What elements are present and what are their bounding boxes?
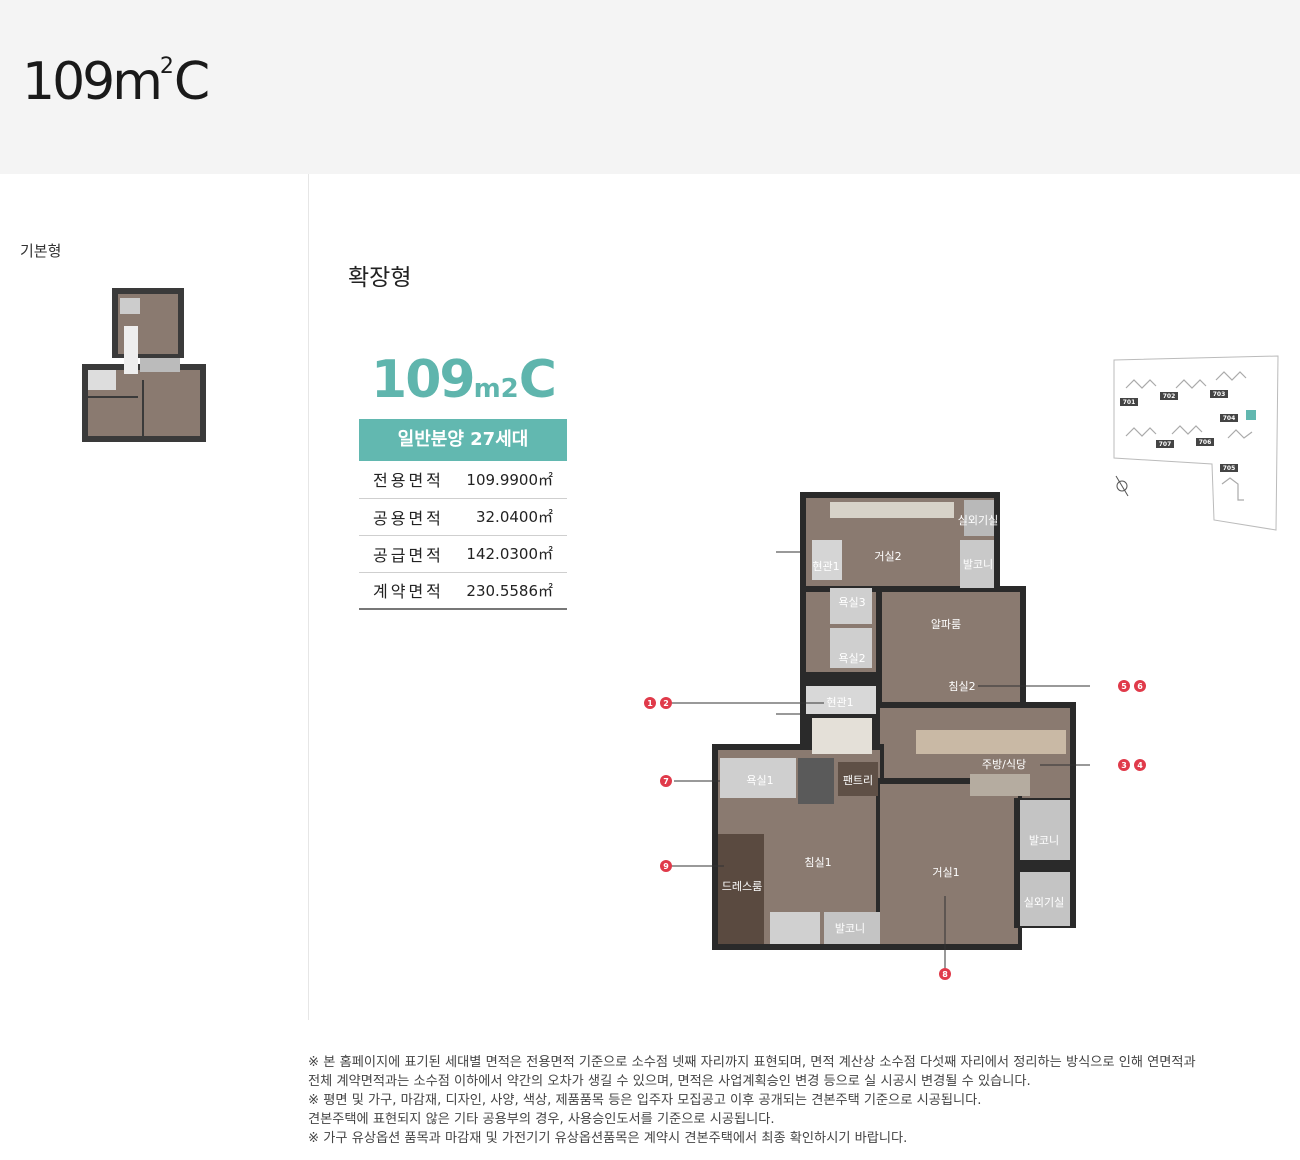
note-line: 전체 계약면적과는 소수점 이하에서 약간의 오차가 생길 수 있으며, 면적은… bbox=[308, 1074, 1031, 1089]
spec-value: 142.0300㎡ bbox=[459, 535, 567, 573]
floor-plan: 거실2 실외기실 현관1 발코니 욕실3 알파룸 욕실2 침실2 현관1 주방/… bbox=[644, 492, 1090, 980]
room-label: 현관1 bbox=[826, 696, 853, 709]
page-title: 109m2C bbox=[22, 52, 210, 112]
spec-label: 계약면적 bbox=[359, 572, 459, 610]
room-label: 욕실1 bbox=[746, 774, 773, 787]
page-title-sup: 2 bbox=[159, 54, 174, 79]
room-label: 거실2 bbox=[874, 550, 901, 563]
area-title: 109m2C bbox=[360, 350, 566, 410]
disclaimer-notes: ※ 본 홈페이지에 표기된 세대별 면적은 전용면적 기준으로 소수점 넷째 자… bbox=[308, 1053, 1293, 1148]
page-title-main: 109m bbox=[22, 52, 163, 112]
marker-leader-lines bbox=[672, 551, 1090, 968]
compass-icon bbox=[1115, 475, 1129, 497]
building-label: 707 bbox=[1159, 441, 1172, 448]
marker-label: 7 bbox=[663, 777, 669, 786]
marker-label: 6 bbox=[1137, 682, 1143, 691]
building-label: 703 bbox=[1213, 391, 1226, 398]
room-label: 실외기실 bbox=[1024, 896, 1064, 909]
spec-label: 공급면적 bbox=[359, 535, 459, 573]
building-label: 704 bbox=[1223, 415, 1236, 422]
marker-label: 8 bbox=[942, 970, 948, 979]
spec-value: 32.0400㎡ bbox=[459, 498, 567, 536]
building-label: 705 bbox=[1223, 465, 1236, 472]
room-label: 팬트리 bbox=[843, 774, 873, 787]
room-label: 발코니 bbox=[1029, 834, 1059, 847]
spec-label: 전용면적 bbox=[359, 461, 459, 499]
room-label: 욕실2 bbox=[838, 652, 865, 665]
page-title-suffix: C bbox=[173, 52, 210, 112]
spec-value: 109.9900㎡ bbox=[459, 461, 567, 499]
marker-label: 9 bbox=[663, 862, 669, 871]
room-label: 침실2 bbox=[948, 680, 975, 693]
page-header: 109m2C bbox=[0, 0, 1300, 174]
note-line: 견본주택에 표현되지 않은 기타 공용부의 경우, 사용승인도서를 기준으로 시… bbox=[308, 1112, 775, 1127]
expanded-type-title: 확장형 bbox=[348, 265, 412, 291]
basic-type-thumbnail[interactable] bbox=[80, 286, 208, 446]
marker-label: 2 bbox=[663, 699, 669, 708]
spec-label: 공용면적 bbox=[359, 498, 459, 536]
note-line: ※ 가구 유상옵션 품목과 마감재 및 가전기기 유상옵션품목은 계약시 견본주… bbox=[308, 1131, 908, 1146]
marker-label: 3 bbox=[1121, 761, 1127, 770]
room-label: 발코니 bbox=[835, 922, 865, 935]
floor-plan-wet-areas bbox=[718, 500, 1070, 944]
room-label: 발코니 bbox=[963, 558, 993, 571]
marker-label: 1 bbox=[647, 699, 653, 708]
room-label: 알파룸 bbox=[931, 617, 961, 631]
note-line: ※ 평면 및 가구, 마감재, 디자인, 사양, 색상, 제품품목 등은 입주자… bbox=[308, 1093, 982, 1108]
building-label: 702 bbox=[1163, 393, 1176, 400]
room-label: 드레스룸 bbox=[722, 880, 762, 893]
note-line: ※ 본 홈페이지에 표기된 세대별 면적은 전용면적 기준으로 소수점 넷째 자… bbox=[308, 1055, 1196, 1070]
right-feature-markers: 5 6 3 4 bbox=[1118, 680, 1146, 771]
area-number: 109 bbox=[371, 350, 476, 410]
area-suffix: C bbox=[518, 350, 557, 410]
basic-type-panel: 기본형 bbox=[0, 174, 309, 1020]
room-label: 거실1 bbox=[932, 866, 959, 879]
area-unit: m2 bbox=[473, 374, 519, 404]
room-labels: 거실2 실외기실 현관1 발코니 욕실3 알파룸 욕실2 침실2 현관1 주방/… bbox=[722, 514, 1064, 935]
site-plan: 701 702 703 704 707 706 705 bbox=[1113, 355, 1279, 531]
units-badge: 일반분양 27세대 bbox=[359, 419, 567, 461]
basic-type-label: 기본형 bbox=[20, 242, 62, 260]
room-label: 현관1 bbox=[812, 560, 839, 573]
room-label: 욕실3 bbox=[838, 596, 865, 609]
marker-label: 5 bbox=[1121, 682, 1127, 691]
building-label: 701 bbox=[1123, 399, 1136, 406]
feature-markers: 1 2 7 9 8 bbox=[644, 697, 951, 980]
room-label: 실외기실 bbox=[958, 514, 998, 527]
building-label: 706 bbox=[1199, 439, 1212, 446]
room-label: 주방/식당 bbox=[982, 758, 1026, 771]
marker-label: 4 bbox=[1137, 761, 1143, 770]
room-label: 침실1 bbox=[804, 856, 831, 869]
spec-value: 230.5586㎡ bbox=[459, 572, 567, 610]
